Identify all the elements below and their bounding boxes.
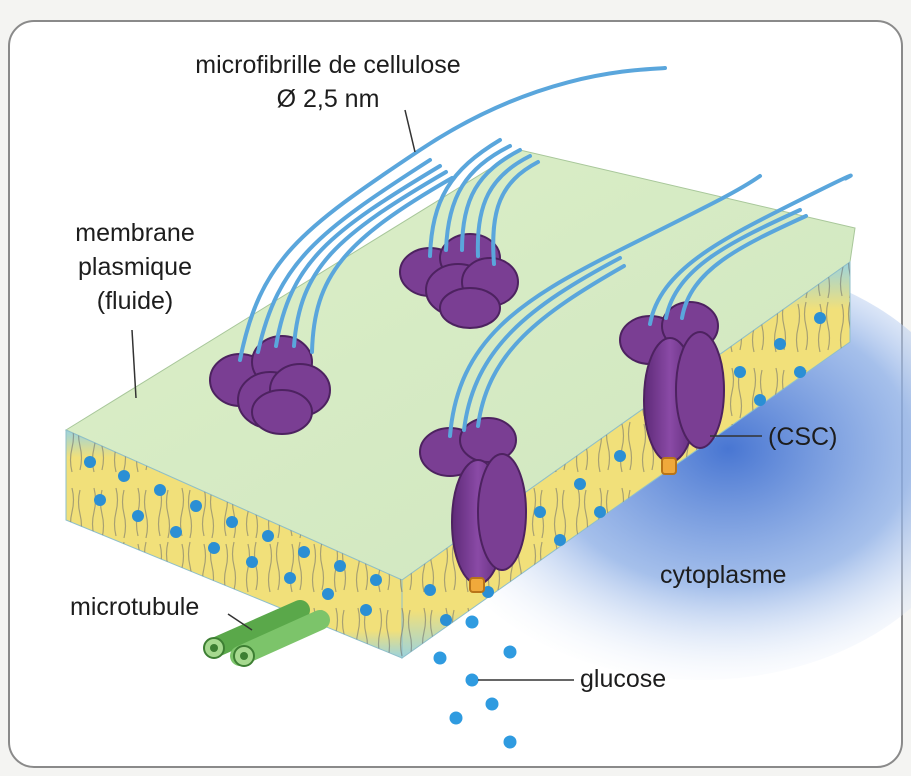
- microtubules: [204, 610, 320, 666]
- label-csc: (CSC): [768, 422, 837, 452]
- label-glucose: glucose: [580, 664, 666, 694]
- label-cytoplasm: cytoplasme: [660, 560, 786, 590]
- label-membrane-line1: membrane: [60, 218, 210, 248]
- label-microfibril-line2: Ø 2,5 nm: [170, 84, 486, 114]
- label-microfibril-line1: microfibrille de cellulose: [170, 50, 486, 80]
- glucose-molecules: [433, 615, 517, 749]
- label-membrane-line3: (fluide): [60, 286, 210, 316]
- label-membrane-line2: plasmique: [60, 252, 210, 282]
- label-microtubule: microtubule: [70, 592, 199, 622]
